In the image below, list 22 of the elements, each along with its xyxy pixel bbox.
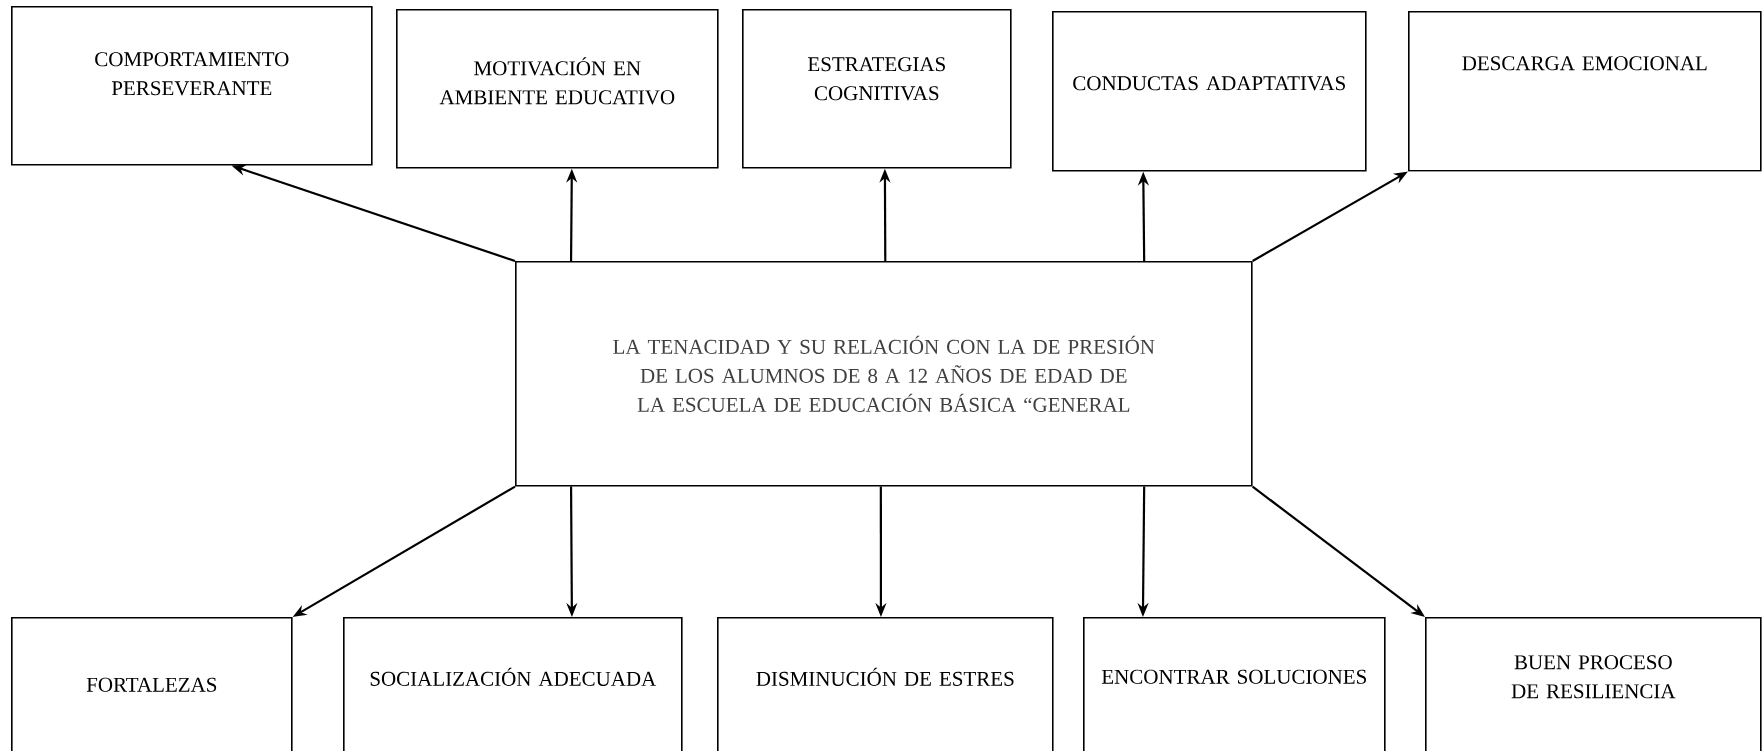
concept-box	[717, 617, 1054, 751]
concept-box	[1083, 617, 1386, 751]
node-label: ESTRATEGIAS COGNITIVAS	[808, 57, 945, 101]
concept-box	[11, 617, 293, 751]
topic-box	[515, 261, 1253, 487]
concept-box	[1408, 11, 1762, 172]
node-label: MOTIVACIÓN EN AMBIENTE EDUCATIVO	[439, 57, 675, 105]
node-label: BUEN PROCESO DE RESILIENCIA	[1511, 655, 1676, 699]
concept-box	[396, 9, 719, 169]
concept-box	[1425, 617, 1762, 751]
node-label: DISMINUCIÓN DE ESTRES	[756, 667, 1014, 686]
concept-box	[742, 9, 1012, 169]
concept-box	[1052, 11, 1367, 172]
node-label: LA TENACIDAD Y SU RELACIÓN CON LA DE PRESIÓN DE LOS ALUMNOS DE 8 A 12 AÑOS DE EDAD DE LA ESCUELA DE EDUCACIÓN BÁSICA “GENERAL	[613, 335, 1155, 412]
node-label: FORTALEZAS	[86, 677, 217, 692]
node-label: ENCONTRAR SOLUCIONES	[1101, 669, 1366, 684]
concept-box	[11, 6, 373, 166]
node-label: DESCARGA EMOCIONAL	[1462, 56, 1707, 71]
node-label: COMPORTAMIENTO PERSEVERANTE	[95, 52, 289, 96]
node-label: CONDUCTAS ADAPTATIVAS	[1073, 76, 1345, 91]
node-label: SOCIALIZACIÓN ADECUADA	[370, 667, 657, 686]
concept-box	[343, 617, 683, 751]
